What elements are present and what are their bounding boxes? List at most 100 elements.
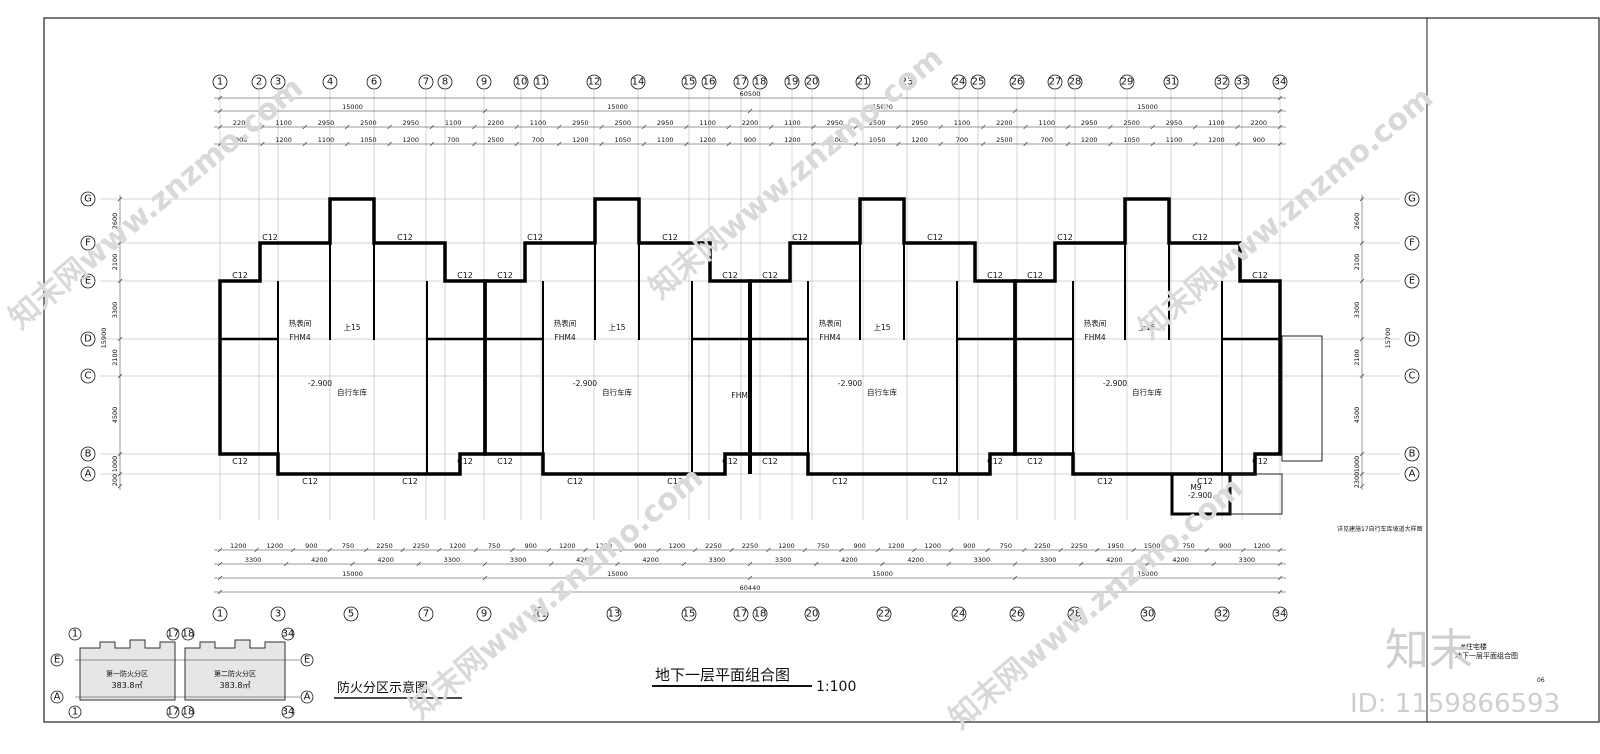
dim-row1-tick	[1192, 124, 1198, 130]
dim-row2-text: 1200	[403, 136, 420, 144]
axis-label-bottom: 32	[1216, 609, 1229, 620]
dim-bottom1-text: 900	[305, 542, 317, 550]
axis-label-top: 2	[256, 77, 262, 88]
axis-label-top: 15	[683, 77, 696, 88]
axis-label-right: B	[1409, 449, 1416, 460]
inset-axis-label: 17	[167, 707, 180, 718]
axis-bubble-top	[1119, 74, 1135, 90]
door-fhm4: FHM4	[289, 333, 310, 342]
dim-row2-tick	[853, 141, 859, 147]
inset-axis-bubble	[68, 627, 82, 641]
dim-row1-tick	[260, 124, 265, 130]
dim-row1-tick	[429, 124, 435, 130]
axis-label-right: D	[1408, 334, 1416, 345]
dim-row2-text: 1200	[1208, 136, 1225, 144]
dim-bottom2-tick	[1012, 561, 1018, 567]
dim-row1-tick	[768, 124, 774, 130]
axis-label-bottom: 11	[535, 609, 548, 620]
dim-row2-tick	[556, 141, 562, 147]
dim-row1-tick	[684, 124, 689, 130]
inset-axis-label: 1	[72, 629, 78, 640]
dim-bottom2-tick	[549, 561, 554, 567]
dim-bottom1-text: 1200	[596, 542, 613, 550]
window-tag: C12	[1057, 233, 1073, 242]
dim-row1-tick	[726, 124, 732, 130]
axis-bubble-right	[1404, 368, 1420, 384]
axis-bubble-top	[322, 74, 338, 90]
dim-bottom2-text: 3300	[444, 556, 461, 564]
dim-row2-tick	[217, 141, 223, 147]
inset-axis-bubble	[300, 653, 314, 667]
zone1-area: 383.8㎡	[112, 681, 143, 690]
dim-row1-tick	[938, 124, 944, 130]
axis-label-top: 16	[703, 77, 716, 88]
axis-label-left: B	[85, 449, 92, 460]
axis-label-right: G	[1408, 194, 1416, 205]
axis-label-top: 33	[1236, 77, 1249, 88]
axis-label-top: 17	[735, 77, 748, 88]
axis-label-bottom: 30	[1142, 609, 1155, 620]
axis-bubble-top	[476, 74, 492, 90]
inset-title: 防火分区示意图	[337, 680, 428, 696]
dim-bottom2-text: 4200	[377, 556, 394, 564]
dim-bottom1-tick	[1241, 547, 1246, 553]
axis-label-right: C	[1409, 371, 1416, 382]
dim-segments-bottom-tick	[217, 575, 223, 581]
dim-bottom1-text: 900	[853, 542, 865, 550]
dim-bottom1-text: 1200	[888, 542, 905, 550]
dim-bottom1-text: 750	[342, 542, 354, 550]
dim-bottom1-tick	[510, 547, 515, 553]
dim-row2-text: 700	[1041, 136, 1053, 144]
window-tag: C12	[1192, 233, 1208, 242]
dim-row2-tick	[1150, 141, 1156, 147]
dim-bottom2-tick	[814, 561, 819, 567]
dim-left-text: 1000	[111, 456, 119, 473]
axis-label-top: 31	[1165, 77, 1178, 88]
dim-row1-text: 2500	[615, 119, 632, 127]
axis-label-bottom: 7	[423, 609, 429, 620]
dim-row1-text: 2200	[1251, 119, 1268, 127]
axis-bubble-top	[270, 74, 286, 90]
dim-row1-tick	[514, 124, 520, 130]
dim-row1-tick	[556, 124, 562, 130]
axis-label-right: A	[1409, 469, 1416, 480]
axis-bubble-top	[899, 74, 915, 90]
dim-left-tick	[117, 373, 123, 379]
dim-bottom1-text: 1200	[1253, 542, 1270, 550]
level-mark: -2.900	[1103, 379, 1127, 388]
inset-axis-label: E	[54, 655, 60, 666]
dim-bottom2-text: 4200	[841, 556, 858, 564]
axis-label-right: F	[1409, 238, 1415, 249]
inset-axis-bubble	[281, 705, 295, 719]
dim-left-tick	[117, 196, 123, 202]
dim-segments-top-tick	[747, 108, 753, 114]
dim-bottom1-text: 1200	[778, 542, 795, 550]
dim-row1-text: 2950	[911, 119, 928, 127]
dim-segments-top-tick	[1277, 108, 1283, 114]
axis-bubble-left	[80, 466, 96, 482]
dim-bottom2-tick	[880, 561, 885, 567]
dim-bottom1-text: 900	[524, 542, 536, 550]
axis-bubble-top	[418, 74, 434, 90]
bike-room-label: 自行车库	[337, 387, 367, 397]
dim-row2-text: 1100	[1166, 136, 1183, 144]
dim-row1-text: 2500	[1123, 119, 1140, 127]
valve-room-label: 热表间	[1084, 318, 1107, 328]
window-tag: C12	[527, 233, 543, 242]
dim-row2-tick	[1023, 141, 1028, 147]
zone1-name: 第一防火分区	[106, 669, 148, 678]
drawing-title: 地下一层平面组合图	[655, 666, 790, 684]
dim-left-text: 3300	[111, 302, 119, 319]
ramp-stair	[1229, 335, 1323, 515]
axis-label-top: 29	[1121, 77, 1134, 88]
dim-row2-tick	[1108, 141, 1113, 147]
axis-bubble-top	[1163, 74, 1179, 90]
axis-bubble-bottom	[876, 606, 892, 622]
dim-row1-text: 2950	[318, 119, 335, 127]
dim-bottom2-text: 4200	[576, 556, 593, 564]
dim-bottom1-text: 2250	[742, 542, 759, 550]
dim-row1-text: 2950	[657, 119, 674, 127]
dim-bottom1-tick	[327, 547, 332, 553]
dim-segments-bottom-text: 15000	[607, 570, 628, 578]
